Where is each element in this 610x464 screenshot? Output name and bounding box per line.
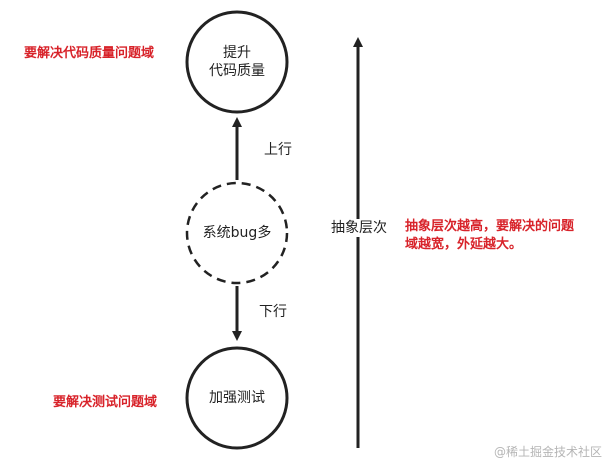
node-top-line1: 提升: [223, 45, 251, 61]
node-circle-top: [185, 10, 289, 114]
node-middle-label: 系统bug多: [202, 225, 272, 241]
axis-label: 抽象层次: [329, 219, 389, 237]
annotation-top-left: 要解决代码质量问题域: [24, 46, 155, 61]
annotation-right: 抽象层次越高，要解决的问题 域越宽，外延越大。: [405, 218, 574, 254]
edge-down-label: 下行: [259, 304, 287, 320]
node-circle-middle: [185, 181, 289, 285]
annotation-right-line2: 域越宽，外延越大。: [405, 237, 523, 252]
node-bottom-label: 加强测试: [209, 390, 265, 406]
node-circle-bottom: [185, 346, 289, 450]
annotation-right-line1: 抽象层次越高，要解决的问题: [405, 219, 575, 234]
annotation-bottom-left: 要解决测试问题域: [53, 395, 158, 410]
watermark: @稀土掘金技术社区: [493, 445, 602, 459]
edge-up-label: 上行: [264, 142, 292, 158]
node-top-label: 提升 代码质量: [187, 44, 287, 80]
node-top-line2: 代码质量: [209, 63, 265, 79]
